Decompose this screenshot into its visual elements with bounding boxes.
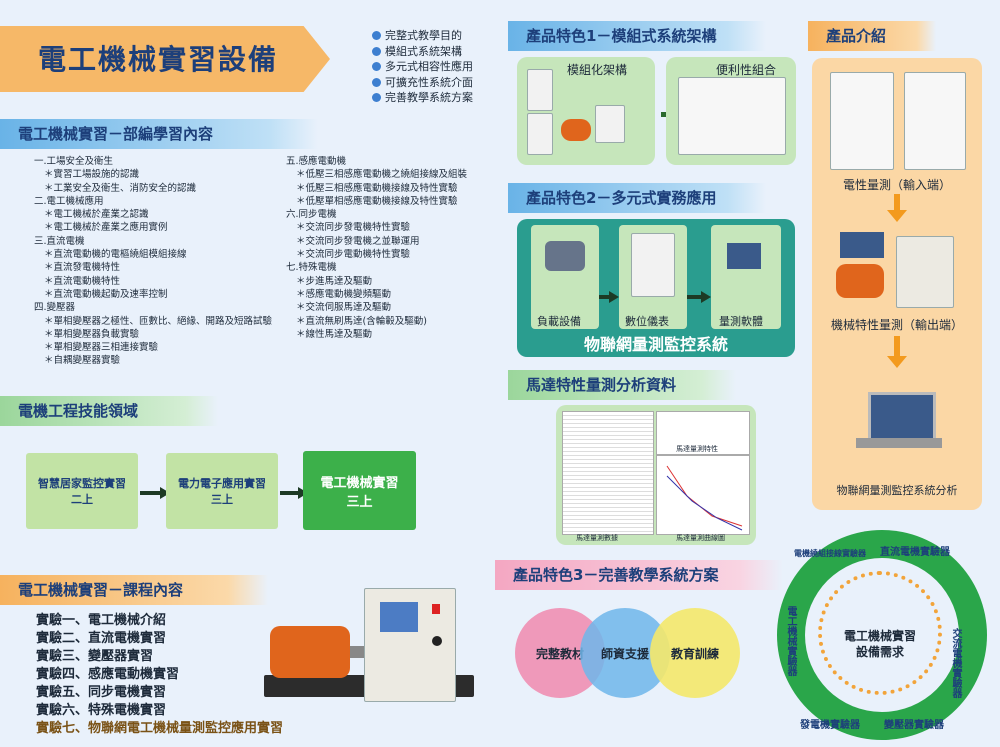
feature1-right-label: 便利性組合 bbox=[716, 63, 777, 77]
product-panel: 電性量測（輸入端） 機械特性量測（輸出端） 物聯網量測監控系統分析 bbox=[812, 58, 982, 510]
software-card: 量測軟體 bbox=[711, 225, 781, 329]
skills-header: 電機工程技能領域 bbox=[0, 396, 218, 426]
product-step3-label: 物聯網量測監控系統分析 bbox=[836, 484, 958, 497]
modules-col1: 一.工場安全及衛生 ＊實習工場設施的認識 ＊工業安全及衛生、消防安全的認識 二.… bbox=[34, 156, 273, 367]
page-title: 電工機械實習設備 bbox=[38, 43, 279, 76]
product-step1-label: 電性量測（輸入端） bbox=[842, 178, 951, 192]
iot-system-label: 物聯網量測監控系統 bbox=[583, 335, 728, 354]
laptop-image bbox=[868, 392, 936, 442]
product-header: 產品介紹 bbox=[808, 21, 936, 51]
arrow-icon bbox=[280, 487, 308, 499]
arrow-icon bbox=[687, 291, 711, 303]
load-device-card: 負載設備 bbox=[531, 225, 599, 329]
bullet-icon bbox=[372, 46, 381, 56]
ring-label-ac: 交流電機實驗器 bbox=[950, 628, 961, 698]
digital-meter-card: 數位儀表 bbox=[619, 225, 687, 329]
feature-bullet: 多元式相容性應用 bbox=[372, 59, 473, 75]
list-item: 實驗四、感應電動機實習 bbox=[36, 667, 180, 682]
skill-box-smart-home: 智慧居家監控實習二上 bbox=[26, 453, 138, 529]
modules-header: 電工機械實習－部編學習內容 bbox=[0, 119, 318, 149]
ring-label-generator: 發電機實驗器 bbox=[800, 720, 860, 731]
data-table bbox=[562, 411, 654, 535]
skill-box-power-electronics: 電力電子應用實習三上 bbox=[166, 453, 278, 529]
product-step2-label: 機械特性量測（輸出端） bbox=[830, 318, 963, 332]
modules-col2: 五.感應電動機 ＊低壓三相感應電動機之繞組接線及組裝 ＊低壓三相感應電動機接線及… bbox=[286, 156, 468, 340]
feature1-left-label: 模組化架構 bbox=[567, 63, 628, 77]
feature3-header: 產品特色3－完善教學系統方案 bbox=[495, 560, 783, 590]
arrow-icon bbox=[140, 487, 170, 499]
motor-data-header: 馬達特性量測分析資料 bbox=[508, 370, 736, 400]
feature-bullet: 完善教學系統方案 bbox=[372, 90, 473, 106]
feature-bullets: 完整式教學目的 模組式系統架構 多元式相容性應用 可擴充性系統介面 完善教學系統… bbox=[372, 28, 473, 106]
feature1-right-panel: 便利性組合 bbox=[666, 57, 796, 165]
venn-circle-training: 教育訓練 bbox=[650, 608, 740, 698]
bullet-icon bbox=[372, 62, 381, 72]
arrow-down-icon bbox=[887, 210, 907, 222]
arrow-down-icon bbox=[887, 356, 907, 368]
characteristic-table bbox=[656, 411, 750, 455]
feature-bullet: 完整式教學目的 bbox=[372, 28, 473, 44]
feature2-header: 產品特色2－多元式實務應用 bbox=[508, 183, 766, 213]
ring-label-machinery: 電工機械實驗器 bbox=[785, 606, 796, 676]
motor-data-panel: 馬達量測數據 馬達量測特性 馬達量測曲線圖 bbox=[556, 405, 756, 545]
feature-bullet: 模組式系統架構 bbox=[372, 44, 473, 60]
ring-label-winding: 電機繞組接線實驗器 bbox=[794, 549, 866, 558]
arrow-icon bbox=[599, 291, 619, 303]
motor-image bbox=[836, 264, 884, 298]
list-item: 實驗七、物聯網電工機械量測監控應用實習 bbox=[36, 721, 284, 736]
ring-center-label: 電工機械實習設備需求 bbox=[843, 629, 916, 659]
feature2-panel: 負載設備 數位儀表 量測軟體 物聯網量測監控系統 bbox=[517, 219, 795, 357]
list-item: 實驗五、同步電機實習 bbox=[36, 685, 167, 700]
curve-icon bbox=[666, 465, 743, 531]
course-list: 實驗一、電工機械介紹 實驗二、直流電機實習 實驗三、變壓器實習 實驗四、感應電動… bbox=[36, 612, 283, 738]
bullet-icon bbox=[372, 93, 381, 103]
bullet-icon bbox=[372, 31, 381, 41]
arrow-down-icon bbox=[894, 194, 900, 212]
courses-header: 電工機械實習－課程內容 bbox=[0, 575, 268, 605]
feature-bullet: 可擴充性系統介面 bbox=[372, 75, 473, 91]
controller-image bbox=[896, 236, 954, 308]
arrow-down-icon bbox=[894, 336, 900, 358]
feature1-header: 產品特色1－模組式系統架構 bbox=[508, 21, 766, 51]
input-meter-image bbox=[830, 72, 894, 170]
ring-label-dc: 直流電機實驗器 bbox=[880, 547, 950, 558]
feature1-left-panel: 模組化架構 bbox=[517, 57, 655, 165]
title-banner bbox=[0, 26, 330, 92]
list-item: 實驗三、變壓器實習 bbox=[36, 649, 154, 664]
list-item: 實驗一、電工機械介紹 bbox=[36, 613, 167, 628]
ring-label-transformer: 變壓器實驗器 bbox=[884, 720, 944, 731]
list-item: 實驗六、特殊電機實習 bbox=[36, 703, 167, 718]
bullet-icon bbox=[372, 77, 381, 87]
input-meter-image bbox=[904, 72, 966, 170]
list-item: 實驗二、直流電機實習 bbox=[36, 631, 167, 646]
curve-chart bbox=[656, 455, 750, 535]
skill-box-electrical-machinery: 電工機械實習三上 bbox=[303, 451, 416, 530]
